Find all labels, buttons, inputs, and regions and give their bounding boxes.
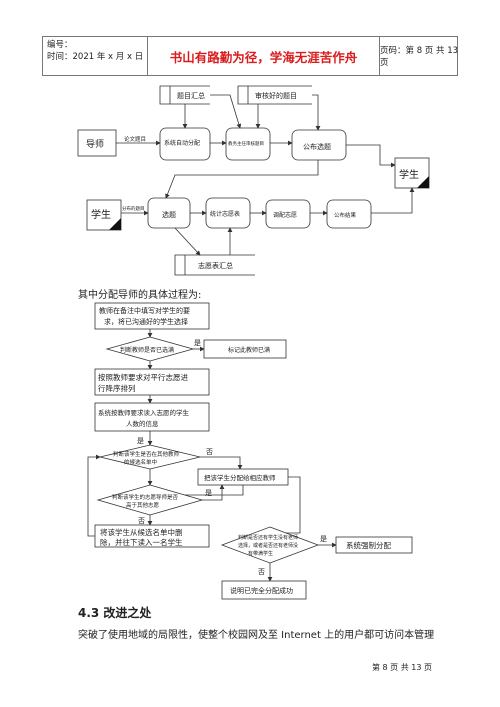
actor-student-left: 学生 [86, 199, 122, 231]
step2-line2: 行降序排列 [98, 383, 136, 393]
paragraph: 突破了使用地域的局限性，使整个校园网及至 Internet 上的用户都可访问本管… [78, 630, 435, 641]
actor-teacher [77, 129, 117, 157]
data-flow-diagram: 题目汇总 审核好的题目 导师 论文题目 系统自动分配 教务主任审核题目 公布选题… [77, 85, 430, 276]
proc-auto-assign-label: 系统自动分配 [164, 139, 200, 147]
actor-teacher-label: 导师 [86, 138, 104, 150]
force-assign [335, 536, 413, 554]
actor-student-right: 学生 [394, 157, 430, 189]
flow-select-label: 分布的题目 [122, 205, 145, 212]
actor-student-right-label: 学生 [399, 168, 419, 181]
actor-student-left-label: 学生 [91, 208, 111, 221]
page-footer: 第 8 页 共 13 页 [372, 663, 432, 672]
page-header: 编号： 时间：2021 年 x 月 x 日 书山有路勤为径，学海无涯苦作舟 页码… [42, 36, 458, 76]
header-motto: 书山有路勤为径，学海无涯苦作舟 [148, 37, 380, 75]
step2-line1: 按照教师要求对平行志愿进 [98, 372, 188, 382]
yes4-label: 是 [320, 535, 327, 543]
caption: 其中分配导师的具体过程为: [78, 290, 202, 301]
decision4-line1: 判断是否还有学生没有老师 [238, 534, 298, 541]
yes3-label: 是 [205, 489, 212, 497]
decision3-line2: 高于其他志愿 [126, 501, 160, 509]
remove-line2: 除，并往下读入一名学生 [100, 537, 183, 547]
mark-teacher-full [203, 339, 287, 359]
header-page-label: 页码：第 8 页 共 13 页 [380, 46, 459, 68]
yes1-label: 是 [194, 339, 201, 347]
step-read-students [94, 402, 210, 432]
assignment-flowchart: 教师在备注中填写对学生的要 求，将已沟通好的学生选择 判断教师是否已选满 是 标… [87, 302, 413, 600]
mark-full-label: 标记此教师已满 [228, 346, 270, 354]
step1-line2: 求，将已沟通好的学生选择 [104, 317, 188, 326]
header-meta: 编号： 时间：2021 年 x 月 x 日 [43, 37, 148, 75]
step3-line2: 人数的信息 [126, 419, 159, 428]
proc-announce-label: 公布结果 [334, 211, 357, 219]
store-wishes: 志愿表汇总 [174, 254, 255, 276]
proc-select-label: 选题 [162, 210, 176, 219]
decision3-line1: 判断该学生的志愿导师是否 [112, 493, 179, 501]
decision4-line2: 选择，或者是否还有老师没 [238, 542, 298, 549]
serial-label: 编号： [47, 40, 73, 50]
proc-stats-label: 统计志愿表 [210, 210, 240, 218]
proc-publish-label: 公布选题 [303, 142, 331, 151]
assign-label: 把该学生分配给相应教师 [204, 473, 276, 482]
no4-label: 否 [258, 568, 265, 576]
no2-label: 否 [206, 448, 213, 456]
store-topics: 题目汇总 [159, 85, 210, 105]
decision1-label: 判断教师是否已选满 [120, 346, 174, 354]
assign-done [221, 580, 307, 600]
flow-submit-label: 论文题目 [124, 135, 146, 143]
store-audited: 审核好的题目 [237, 85, 312, 105]
yes2-label: 是 [137, 437, 144, 445]
proc-adjust-label: 调配志愿 [273, 211, 297, 219]
step3-line1: 系统按教师要求读入志愿的学生 [98, 408, 190, 417]
done-label: 说明已完全分配成功 [230, 586, 293, 595]
store-topics-label: 题目汇总 [177, 91, 205, 100]
decision2-line1: 判断该学生是否在其他教师 [113, 450, 180, 458]
remove-line1: 将该学生从候选名单中删 [100, 527, 183, 537]
no3-label: 否 [138, 517, 145, 525]
store-audited-label: 审核好的题目 [255, 91, 297, 100]
proc-review-label: 教务主任审核题目 [228, 140, 264, 147]
section-title: 4.3 改进之处 [78, 606, 152, 620]
step1-line1: 教师在备注中填写对学生的要 [99, 306, 190, 315]
force-label: 系统强制分配 [346, 540, 391, 550]
step-sort-wishes [94, 368, 210, 396]
decision2-line2: 的候选名单中 [124, 458, 157, 466]
time-label: 时间：2021 年 x 月 x 日 [47, 52, 144, 62]
decision4-line3: 有带满学生 [248, 550, 273, 557]
step-teacher-note [94, 302, 210, 330]
store-wishes-label: 志愿表汇总 [198, 261, 233, 270]
